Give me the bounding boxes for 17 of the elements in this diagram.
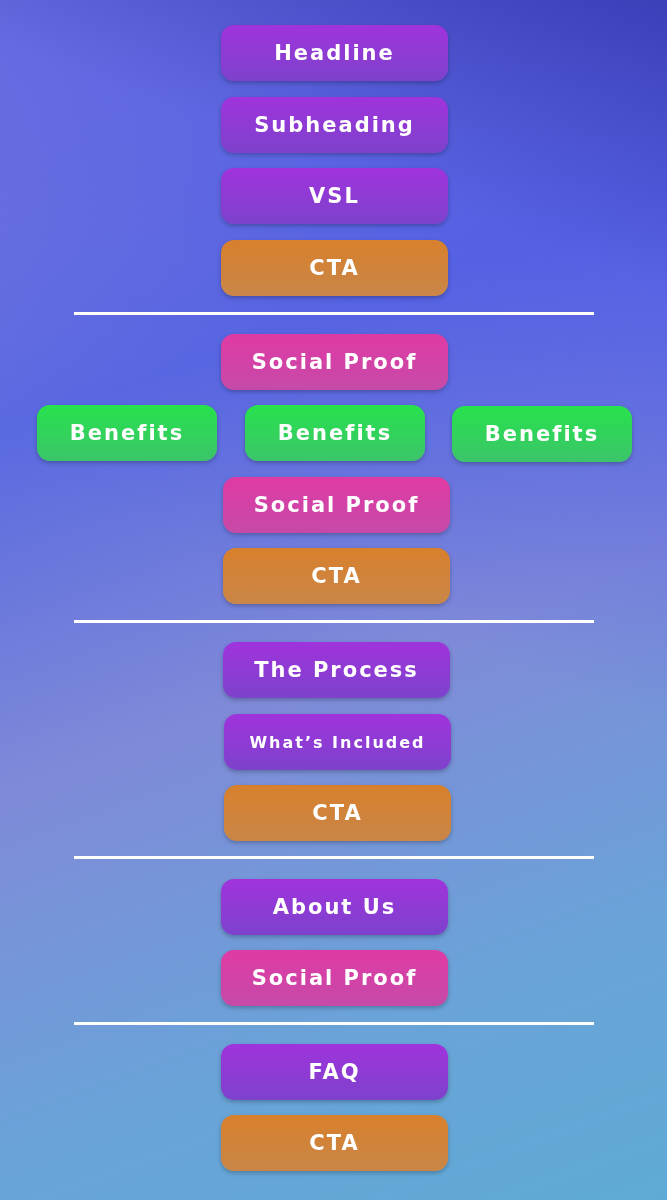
section-block: CTA: [221, 1115, 448, 1171]
section-block: Social Proof: [223, 477, 450, 533]
section-block: Benefits: [452, 406, 632, 462]
section-block: What’s Included: [224, 714, 451, 770]
section-block: Benefits: [245, 405, 425, 461]
section-block: VSL: [221, 168, 448, 224]
section-block: The Process: [223, 642, 450, 698]
section-block: CTA: [221, 240, 448, 296]
section-block: Benefits: [37, 405, 217, 461]
section-block: Social Proof: [221, 950, 448, 1006]
section-block: CTA: [223, 548, 450, 604]
section-block: Social Proof: [221, 334, 448, 390]
section-block: Subheading: [221, 97, 448, 153]
section-block: CTA: [224, 785, 451, 841]
section-block: Headline: [221, 25, 448, 81]
section-block: FAQ: [221, 1044, 448, 1100]
section-block: About Us: [221, 879, 448, 935]
